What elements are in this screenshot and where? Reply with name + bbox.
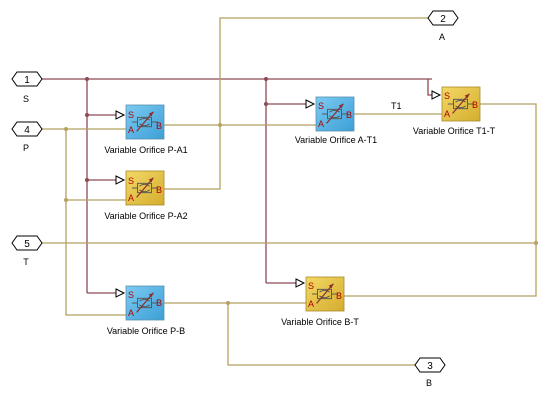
signal-input-arrow: [115, 175, 126, 185]
port-label: B: [426, 378, 432, 388]
pin-a-label: A: [128, 125, 134, 135]
port-number: 2: [440, 14, 446, 25]
signal-input-arrow: [305, 99, 316, 109]
pin-b-label: B: [472, 100, 478, 110]
block-name: Variable Orifice B-T: [281, 317, 359, 327]
block-name: Variable Orifice A-T1: [295, 135, 377, 145]
pin-a-label: A: [308, 299, 314, 309]
orifice-block-pb[interactable]: S A B Variable Orifice P-B: [107, 285, 185, 336]
port-number: 1: [24, 75, 30, 86]
junction-dot: [64, 127, 68, 131]
orifice-block-pa1[interactable]: S A B Variable Orifice P-A1: [104, 104, 188, 155]
orifice-block-pa2[interactable]: S A B Variable Orifice P-A2: [104, 170, 188, 221]
junction-dot: [85, 178, 89, 182]
signal-input-arrow: [431, 90, 442, 100]
block-name: Variable Orifice P-A1: [104, 145, 187, 155]
s-to-t1t: [427, 79, 432, 96]
block-name: Variable Orifice P-B: [107, 326, 185, 336]
pin-a-label: A: [128, 308, 134, 318]
orifice-block-t1t[interactable]: S A B Variable Orifice T1-T: [413, 86, 496, 136]
pin-s-label: S: [128, 110, 134, 120]
pin-b-label: B: [336, 291, 342, 301]
signal-wires: [42, 78, 432, 294]
port-label: P: [23, 143, 29, 153]
junction-dot: [218, 123, 222, 127]
pin-b-label: B: [156, 298, 162, 308]
junction-dot: [85, 113, 89, 117]
junction-dot: [85, 77, 89, 81]
port-3[interactable]: 3 B: [414, 357, 446, 388]
junction-dot: [64, 198, 68, 202]
pin-s-label: S: [318, 101, 324, 111]
port-1[interactable]: 1 S: [11, 71, 43, 104]
port-label: S: [23, 94, 29, 104]
t1t-to-t: [344, 103, 537, 297]
pin-a-label: A: [318, 119, 324, 129]
pin-a-label: A: [128, 193, 134, 203]
pin-s-label: S: [308, 281, 314, 291]
port-4[interactable]: 4 P: [11, 121, 43, 153]
pin-a-label: A: [444, 109, 450, 119]
pin-b-label: B: [346, 110, 352, 120]
wire-label-t1: T1: [391, 101, 402, 111]
hydraulic-wires: [42, 17, 537, 366]
signal-input-arrow: [115, 110, 126, 120]
junction-dot: [264, 102, 268, 106]
port-number: 5: [24, 239, 30, 250]
orifice-block-at1[interactable]: S A B Variable Orifice A-T1: [295, 96, 377, 145]
pa2-to-a: [164, 17, 430, 190]
block-name: Variable Orifice T1-T: [413, 126, 496, 136]
junction-dot: [264, 77, 268, 81]
junction-dot: [226, 301, 230, 305]
pin-s-label: S: [128, 290, 134, 300]
port-2[interactable]: 2 A: [427, 10, 459, 42]
block-name: Variable Orifice P-A2: [104, 211, 187, 221]
port-label: T: [23, 257, 29, 267]
pin-b-label: B: [156, 121, 162, 131]
pb-to-b: [227, 303, 430, 366]
pin-s-label: S: [444, 91, 450, 101]
hyd-junctions: [64, 123, 538, 305]
pin-b-label: B: [156, 185, 162, 195]
port-label: A: [439, 32, 445, 42]
orifice-block-bt[interactable]: S A B Variable Orifice B-T: [281, 276, 359, 327]
port-number: 3: [427, 361, 433, 372]
signal-input-arrow: [115, 288, 126, 298]
signal-input-arrow: [295, 278, 306, 288]
p-line: [42, 128, 128, 316]
junctions: [85, 77, 268, 182]
port-5[interactable]: 5 T: [11, 235, 43, 267]
pin-s-label: S: [128, 176, 134, 186]
junction-dot: [534, 241, 538, 245]
port-number: 4: [24, 125, 30, 136]
